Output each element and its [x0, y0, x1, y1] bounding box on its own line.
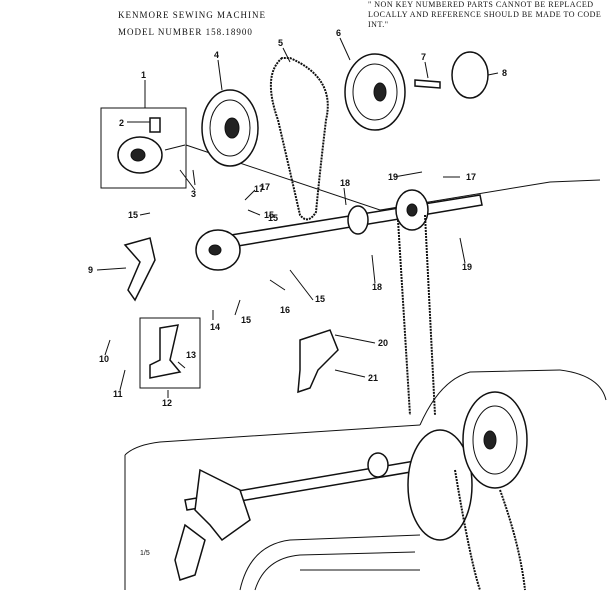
callout-14: 14: [210, 322, 220, 332]
callout-numbers: 1 2 3 4 5 6 7 8 9 10 11 12 13 14 15 15 1…: [88, 28, 507, 408]
linkage-20-21: [297, 329, 339, 394]
callout-8: 8: [502, 68, 507, 78]
callout-7: 7: [421, 52, 426, 62]
callout-19a: 19: [388, 172, 398, 182]
callout-15a: 15: [128, 210, 138, 220]
callout-17b: 17: [466, 172, 476, 182]
callout-15c: 15: [241, 315, 251, 325]
leader-lines: [96, 37, 499, 398]
machine-body: [124, 369, 607, 591]
callout-2: 2: [119, 118, 124, 128]
callout-1: 1: [141, 70, 146, 80]
callout-10: 10: [99, 354, 109, 364]
callout-12: 12: [162, 398, 172, 408]
cap-8: [451, 51, 489, 99]
page-code: 1/5: [140, 550, 150, 557]
model-number: MODEL NUMBER 158.18900: [118, 27, 253, 37]
parts-box-1: [100, 107, 601, 211]
diagram-title: KENMORE SEWING MACHINE: [118, 10, 266, 20]
callout-15d: 15: [315, 294, 325, 304]
callout-13: 13: [186, 350, 196, 360]
needle-bar-assembly: [174, 468, 251, 581]
callout-4: 4: [214, 50, 219, 60]
callout-11: 11: [113, 389, 123, 399]
callout-20: 20: [378, 338, 388, 348]
callout-3: 3: [191, 189, 196, 199]
callout-18a: 18: [340, 178, 350, 188]
callout-17a: 17: [260, 182, 270, 192]
callout-21: 21: [368, 373, 378, 383]
callout-18b: 18: [372, 282, 382, 292]
callout-9: 9: [88, 265, 93, 275]
lower-shaft: [184, 391, 528, 591]
callout-16: 16: [280, 305, 290, 315]
parts-note: " NON KEY NUMBERED PARTS CANNOT BE REPLA…: [368, 0, 602, 29]
belt-5: [269, 57, 329, 221]
callout-5: 5: [278, 38, 283, 48]
main-shaft: [195, 189, 483, 271]
callout-15b: 15: [264, 210, 274, 220]
pulley-6: [344, 53, 406, 131]
drive-belt: [397, 214, 436, 416]
bracket-9: [123, 237, 156, 302]
screw-7: [414, 79, 441, 89]
pulley-4: [201, 89, 259, 167]
callout-15e: 15: [268, 213, 278, 223]
callout-6: 6: [336, 28, 341, 38]
callout-19b: 19: [462, 262, 472, 272]
callout-17c: 17: [254, 184, 264, 194]
parts-box-12: [139, 317, 201, 389]
